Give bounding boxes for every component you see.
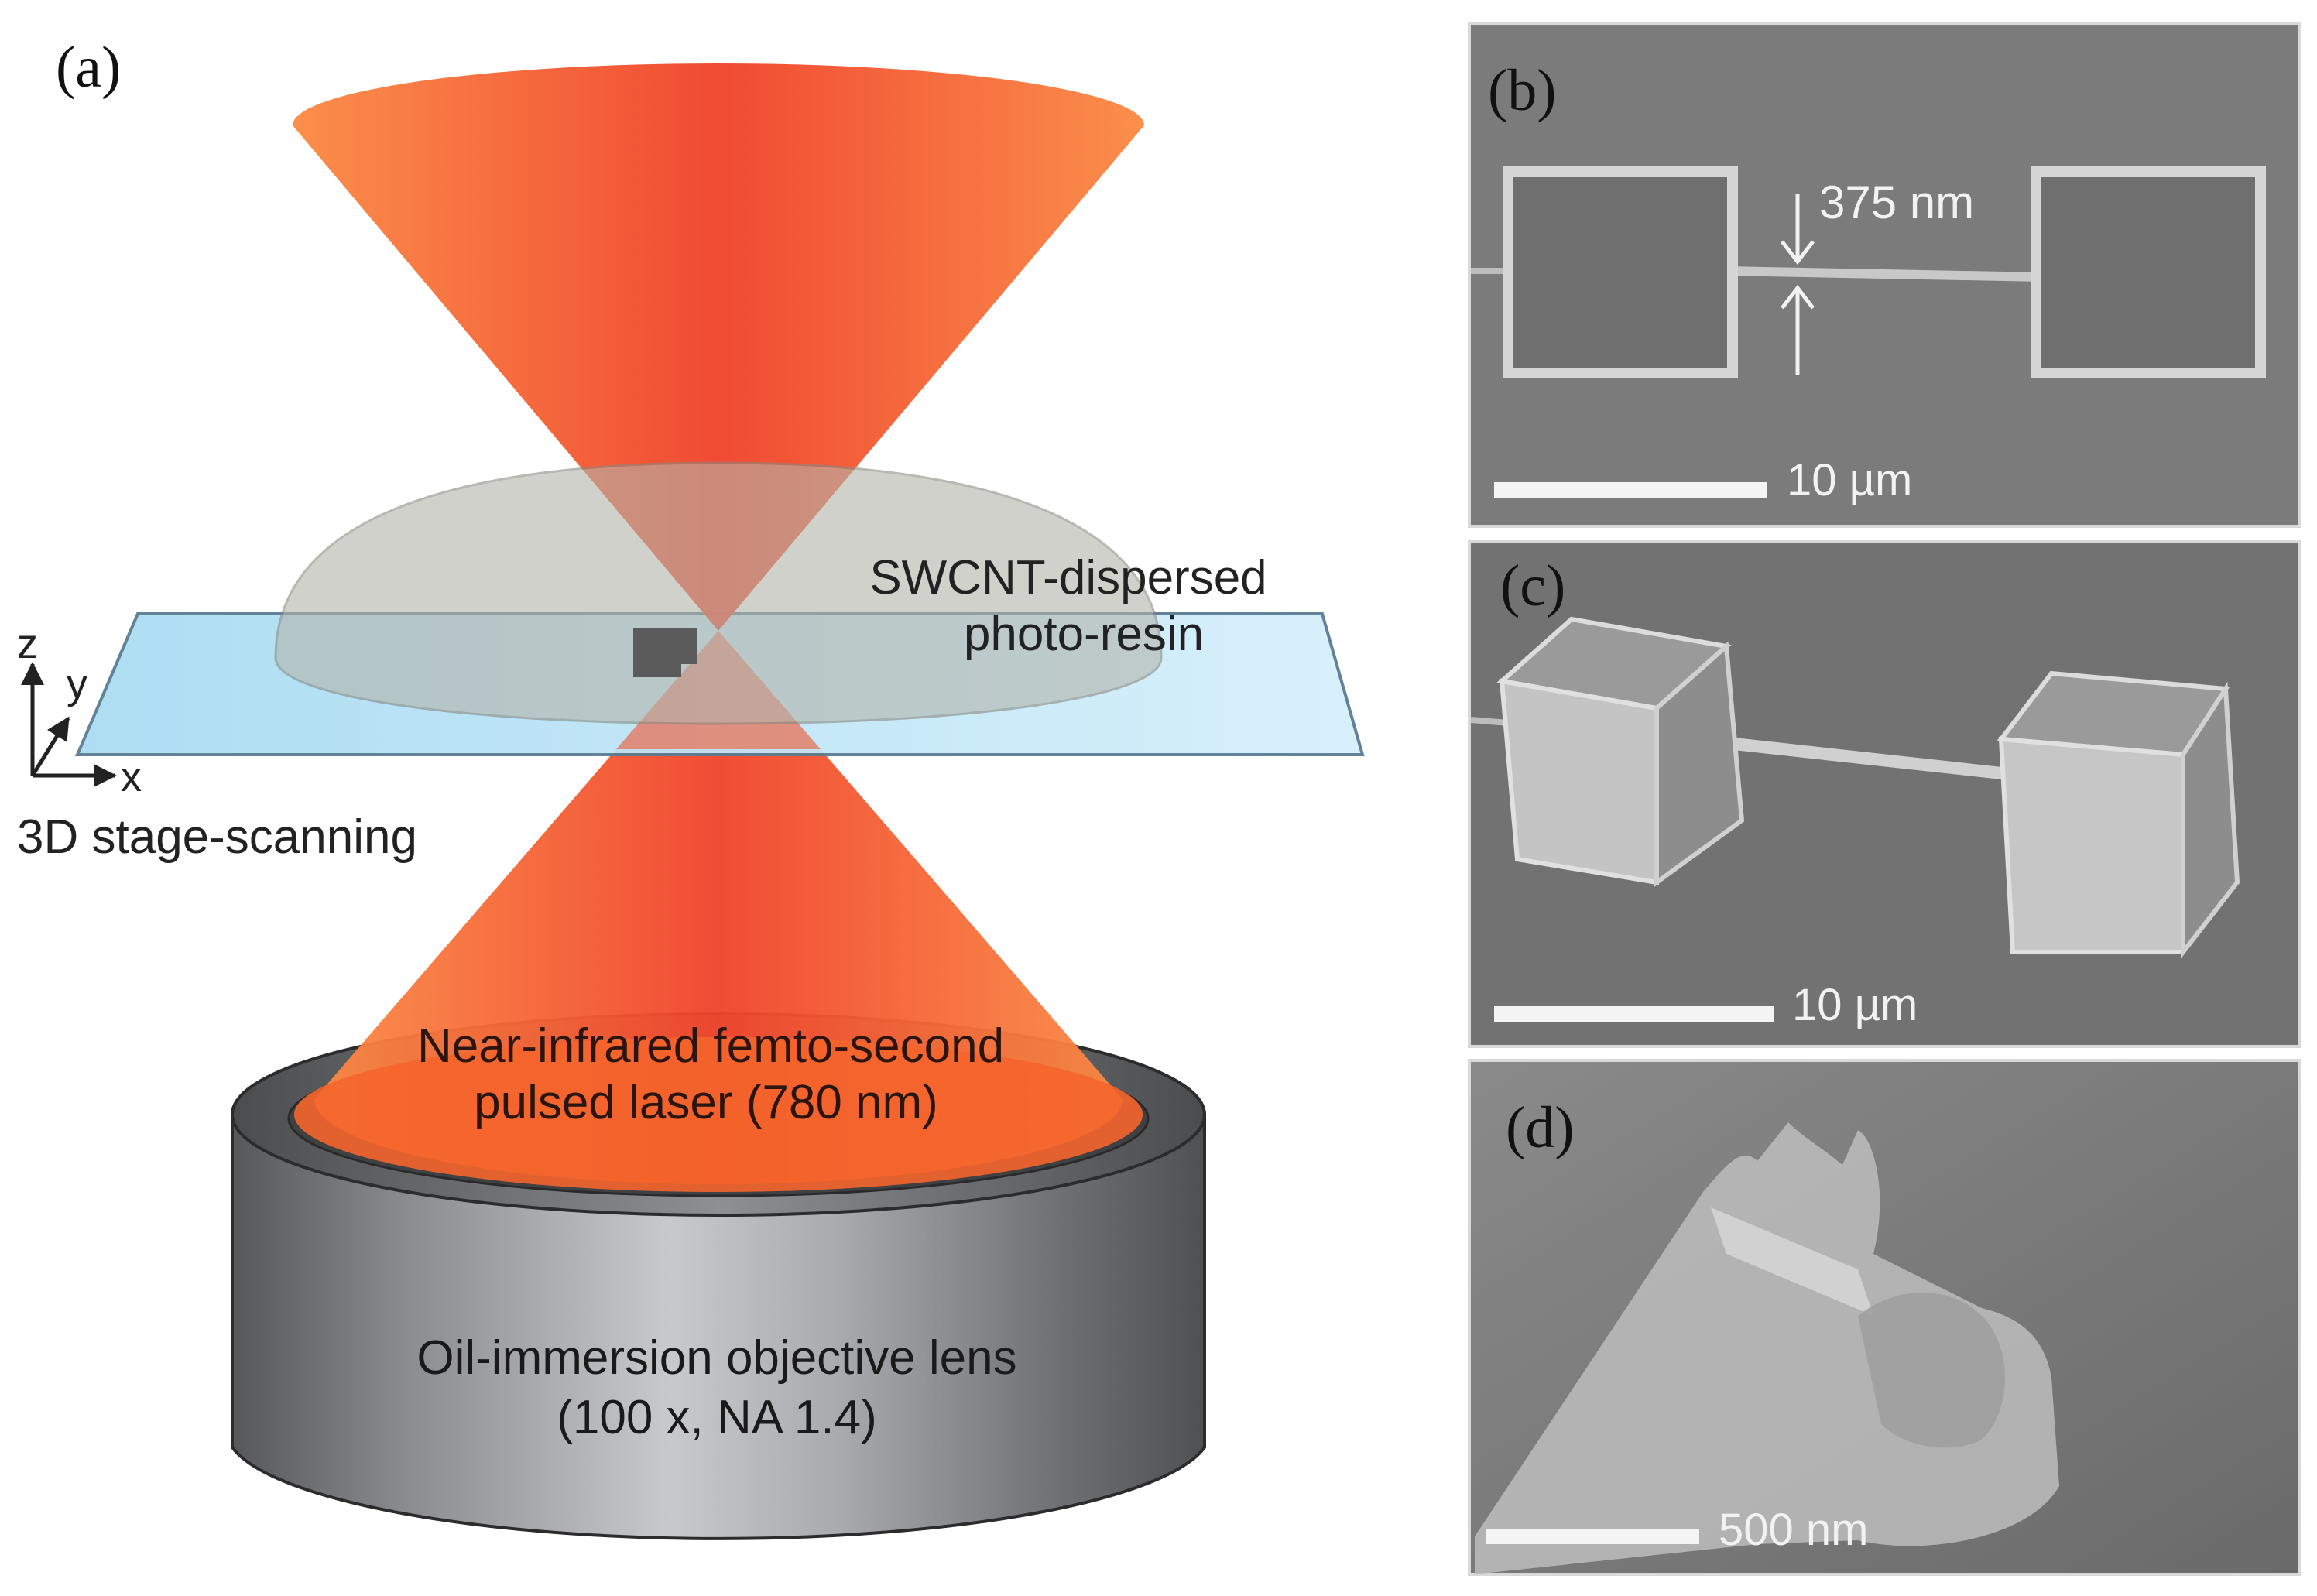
panel-c-label: (c): [1500, 553, 1565, 618]
sem-block-right: [2031, 166, 2266, 378]
axis-z-label: z: [17, 621, 38, 667]
panel-b-label: (b): [1488, 58, 1557, 123]
sem-cube-left: [1496, 616, 1745, 887]
resin-label-line1: SWCNT-dispersed: [869, 551, 1266, 604]
panel-d: (d) 500 nm: [1468, 1059, 2301, 1576]
laser-label-line2: pulsed laser (780 nm): [474, 1076, 938, 1129]
axis-x-label: x: [121, 754, 142, 800]
scale-bar-d: [1486, 1529, 1699, 1544]
lens-label-line1: Oil-immersion objective lens: [416, 1331, 1016, 1385]
laser-label-line1: Near-infrared femto-second: [417, 1019, 1004, 1073]
lens-label-line2: (100 x, NA 1.4): [557, 1391, 877, 1444]
scale-label-c: 10 µm: [1792, 980, 1918, 1030]
scale-bar-b: [1494, 482, 1767, 498]
panel-b: (b) 375 nm 10 µm: [1468, 22, 2301, 528]
sem-block-left: [1503, 166, 1738, 378]
stage-scanning-label: 3D stage-scanning: [17, 810, 417, 864]
sem-pillar: [1475, 1122, 2059, 1574]
gap-width-label: 375 nm: [1819, 176, 1974, 228]
scale-label-d: 500 nm: [1719, 1505, 1868, 1555]
laser-spot-on-lens: [294, 1037, 1143, 1192]
laser-beam-upper: [293, 63, 1144, 631]
fabricated-structure-icon: [633, 628, 697, 677]
panel-a: (a) SWCNT-dispersed photo-resin Near-inf…: [17, 35, 1365, 1540]
scale-bar-c: [1494, 1006, 1774, 1022]
resin-label-line2: photo-resin: [964, 608, 1204, 661]
panel-a-label: (a): [56, 35, 121, 100]
laser-beam-lower: [314, 631, 1123, 1184]
sem-cube-right: [1997, 670, 2240, 959]
scale-label-b: 10 µm: [1787, 455, 1912, 505]
photo-resin-droplet: [274, 461, 1163, 725]
axes-icon: [21, 662, 117, 787]
panel-d-label: (d): [1506, 1095, 1575, 1160]
panel-c: (c) 10 µm: [1468, 540, 2301, 1048]
axis-y-label: y: [67, 661, 87, 707]
